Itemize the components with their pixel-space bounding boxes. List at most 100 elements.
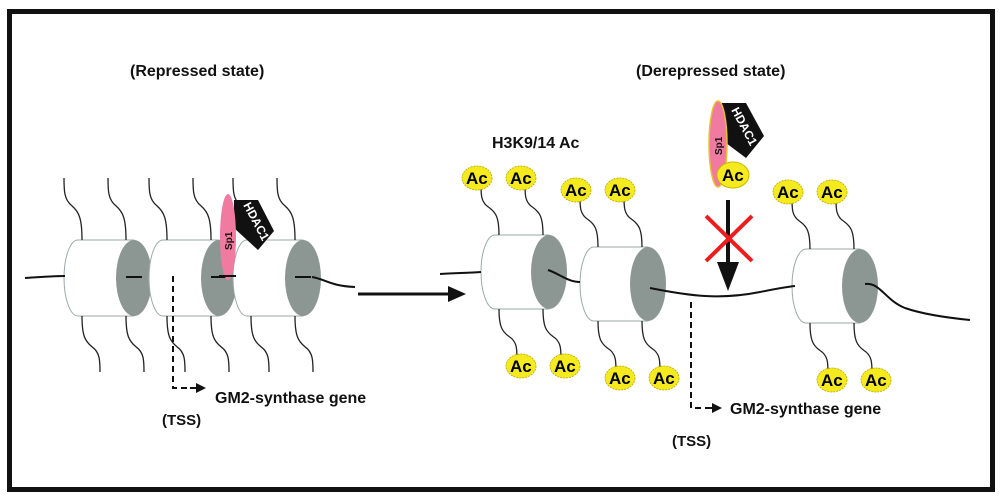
histone-tail bbox=[166, 315, 186, 373]
histone-tail bbox=[623, 196, 643, 248]
histone-tail bbox=[835, 198, 855, 250]
repressed-sp1-shape bbox=[220, 194, 236, 280]
ac-badge: Ac bbox=[505, 353, 537, 379]
ac-badge-shape bbox=[604, 365, 636, 391]
ac-badge-label: Ac bbox=[554, 357, 576, 376]
histone-tail bbox=[597, 320, 617, 372]
histone-tail bbox=[480, 184, 500, 236]
derepressed-nucleosome bbox=[480, 234, 567, 310]
repressed-sp1-label: Sp1 bbox=[224, 231, 235, 250]
ac-badge-shape bbox=[461, 165, 493, 191]
histone-tail bbox=[641, 320, 661, 372]
derepressed-dna-left bbox=[439, 271, 482, 275]
ac-badge-label: Ac bbox=[565, 181, 587, 200]
ac-badge-label: Ac bbox=[653, 369, 675, 388]
ac-badge: Ac bbox=[505, 165, 537, 191]
derepressed-tss-label: (TSS) bbox=[672, 433, 711, 450]
nucleosome-body bbox=[63, 239, 135, 317]
derepressed-sp1-label: Sp1 bbox=[714, 136, 725, 155]
ac-badge-shape bbox=[816, 179, 848, 205]
ac-badge-label: Ac bbox=[609, 369, 631, 388]
histone-tail bbox=[250, 315, 270, 373]
nucleosome-body bbox=[232, 239, 304, 317]
ac-badge: Ac bbox=[860, 367, 892, 393]
derepressed-title: (Derepressed state) bbox=[636, 63, 785, 80]
derepressed-dna-link1 bbox=[547, 269, 581, 283]
derepressed-dna-right bbox=[864, 282, 971, 321]
histone-tail bbox=[81, 315, 101, 373]
derepressed-hdac1-shape bbox=[722, 103, 764, 158]
ac-badge-label: Ac bbox=[777, 183, 799, 202]
block-x-icon bbox=[704, 214, 754, 263]
ac-badge-shape bbox=[505, 165, 537, 191]
histone-tail bbox=[498, 308, 518, 360]
ac-badge-shape bbox=[816, 367, 848, 393]
ac-badge: Ac bbox=[648, 365, 680, 391]
histone-tail bbox=[791, 198, 811, 250]
ac-badge: Ac bbox=[461, 165, 493, 191]
ac-badge-shape bbox=[604, 177, 636, 203]
ac-badge-label: Ac bbox=[510, 169, 532, 188]
nucleosome-face bbox=[531, 235, 567, 309]
ac-badge-label: Ac bbox=[466, 169, 488, 188]
transition-arrow-head bbox=[448, 286, 466, 302]
ac-badge-shape bbox=[549, 353, 581, 379]
derepressed-tss-line bbox=[690, 302, 712, 409]
histone-tail bbox=[853, 322, 873, 374]
ac-badge-shape bbox=[505, 353, 537, 379]
derepressed-gene-label: GM2-synthase gene bbox=[730, 401, 881, 418]
ac-badge-shape bbox=[560, 177, 592, 203]
nucleosome-body bbox=[480, 234, 550, 310]
histone-tail bbox=[148, 177, 168, 241]
ac-badge: Ac bbox=[604, 365, 636, 391]
ac-badge-shape bbox=[860, 367, 892, 393]
nucleosome-body bbox=[791, 248, 861, 324]
histone-tail bbox=[294, 315, 314, 373]
histone-tail bbox=[107, 177, 127, 241]
repressed-dna-right bbox=[311, 276, 356, 288]
complex-ac-label: Ac bbox=[722, 166, 744, 185]
ac-badge: Ac bbox=[772, 179, 804, 205]
histone-tail bbox=[579, 196, 599, 248]
blocked-arrow-head bbox=[717, 262, 739, 291]
repressed-gene-label: GM2-synthase gene bbox=[215, 390, 366, 407]
repressed-dna-left bbox=[24, 275, 66, 279]
histone-tail bbox=[524, 184, 544, 236]
ac-badge-label: Ac bbox=[821, 183, 843, 202]
nucleosome-face bbox=[842, 249, 878, 323]
derepressed-dna-link2 bbox=[649, 285, 796, 298]
figure-frame bbox=[7, 9, 995, 492]
ac-badge-shape bbox=[648, 365, 680, 391]
ac-badge-label: Ac bbox=[865, 371, 887, 390]
ac-badge: Ac bbox=[560, 177, 592, 203]
complex-ac-badge bbox=[716, 161, 750, 189]
histone-mark-label: H3K9/14 Ac bbox=[492, 135, 580, 152]
ac-badge: Ac bbox=[549, 353, 581, 379]
repressed-nucleosome-array bbox=[63, 177, 321, 373]
histone-tail bbox=[210, 315, 230, 373]
nucleosome-body bbox=[579, 246, 649, 322]
repressed-tss-label: (TSS) bbox=[162, 412, 201, 429]
ac-badge-shape bbox=[772, 179, 804, 205]
derepressed-nucleosome bbox=[791, 248, 878, 324]
repressed-tss-line bbox=[172, 276, 196, 389]
ac-badge-label: Ac bbox=[510, 357, 532, 376]
histone-tail bbox=[125, 315, 145, 373]
ac-badge: Ac bbox=[816, 367, 848, 393]
ac-badge: Ac bbox=[604, 177, 636, 203]
ac-badge-label: Ac bbox=[609, 181, 631, 200]
histone-tail bbox=[63, 177, 83, 241]
histone-tail bbox=[542, 308, 562, 360]
nucleosome-body bbox=[148, 239, 220, 317]
ac-badge-label: Ac bbox=[821, 371, 843, 390]
nucleosome-face bbox=[630, 247, 666, 321]
derepressed-nucleosome bbox=[579, 246, 666, 322]
ac-badge: Ac bbox=[816, 179, 848, 205]
histone-tail bbox=[809, 322, 829, 374]
histone-tail bbox=[276, 177, 296, 241]
derepressed-sp1-hdac1-complex: HDAC1 Sp1 Ac bbox=[708, 100, 764, 189]
repressed-hdac1-shape bbox=[234, 200, 274, 250]
histone-tail bbox=[192, 177, 212, 241]
